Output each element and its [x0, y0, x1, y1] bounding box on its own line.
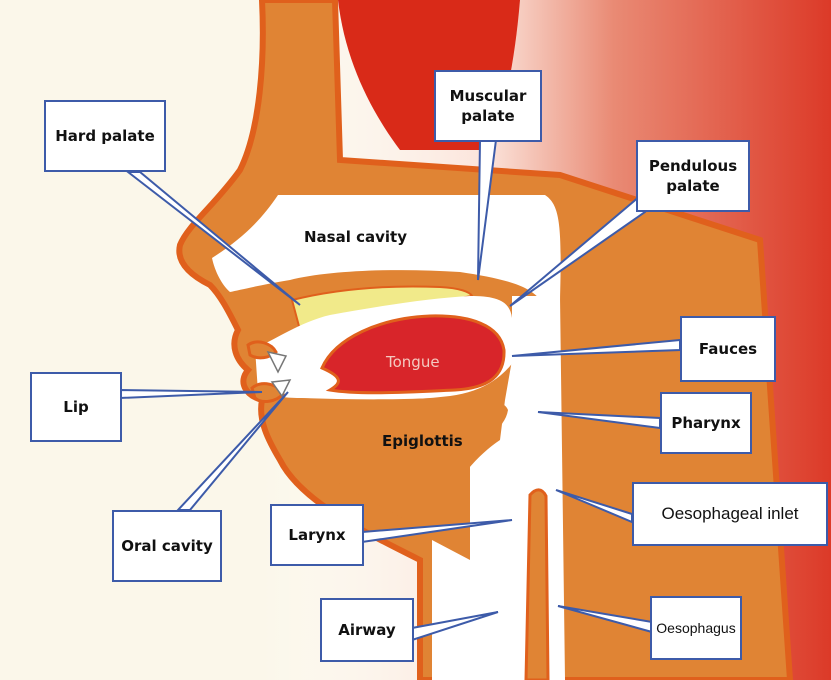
airway-callout: Airway: [320, 598, 414, 662]
oesophageal-inlet-callout: Oesophageal inlet: [632, 482, 828, 546]
muscular-palate-callout: Muscular palate: [434, 70, 542, 142]
oesophagus-callout: Oesophagus: [650, 596, 742, 660]
lip-callout: Lip: [30, 372, 122, 442]
trachea-divider: [526, 490, 548, 680]
hard-palate-callout: Hard palate: [44, 100, 166, 172]
pharynx-callout: Pharynx: [660, 392, 752, 454]
pendulous-palate-callout: Pendulous palate: [636, 140, 750, 212]
oral-cavity-callout: Oral cavity: [112, 510, 222, 582]
nasal-cavity-label: Nasal cavity: [304, 228, 407, 246]
larynx-callout: Larynx: [270, 504, 364, 566]
fauces-callout: Fauces: [680, 316, 776, 382]
tongue-label: Tongue: [386, 353, 440, 371]
epiglottis-label: Epiglottis: [382, 432, 463, 450]
